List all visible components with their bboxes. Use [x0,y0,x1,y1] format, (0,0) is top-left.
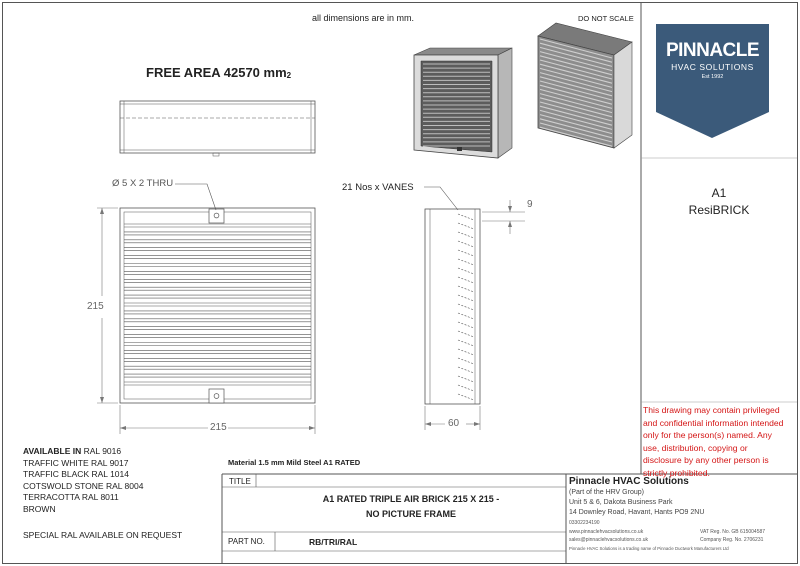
side-vane-line [457,312,475,320]
hole-callout: Ø 5 X 2 THRU [112,178,174,189]
brand-established: Est 1992 [701,74,724,80]
company-name: Pinnacle HVAC Solutions [569,476,689,487]
special-ral-note: SPECIAL RAL AVAILABLE ON REQUEST [23,530,183,540]
side-vane-line [457,231,475,239]
side-vane-line [457,222,475,230]
iso-rear-vane-line [539,38,613,59]
drawing-title-line2: NO PICTURE FRAME [366,509,456,519]
front-view [119,207,316,404]
iso-rear-vane-line [539,97,613,118]
material-note: Material 1.5 mm Mild Steel A1 RATED [228,458,361,467]
side-vane-line [457,267,475,275]
title-label: TITLE [229,477,251,486]
company-address-line2: 14 Downley Road, Havant, Hants PO9 2NU [569,509,705,516]
side-vane-line [457,375,475,383]
side-vane-line [457,357,475,365]
iso-rear-vane-line [539,105,613,126]
iso-rear-vane-line [539,93,613,114]
top-view [119,100,316,157]
availability-list: AVAILABLE IN RAL 9016 TRAFFIC WHITE RAL … [23,446,144,514]
availability-heading: AVAILABLE IN RAL 9016 [23,446,122,456]
vane-pitch-dimension: 9 [527,199,533,210]
drawing-title-line1: A1 RATED TRIPLE AIR BRICK 215 X 215 - [322,494,500,504]
company-group: (Part of the HRV Group) [569,489,644,496]
depth-dimension: 60 [448,418,460,429]
iso-rear-vane-line [539,63,613,84]
company-address-line1: Unit 5 & 6, Dakota Business Park [569,499,673,506]
side-vane-line [457,249,475,257]
side-vane-line [457,285,475,293]
iso-rear-vane-line [539,76,613,97]
brand-subtitle: HVAC SOLUTIONS [671,62,754,72]
side-vane-line [457,258,475,266]
brand-logo: PINNACLE HVAC SOLUTIONS Est 1992 [656,24,769,138]
side-vane-line [457,393,475,401]
height-dimension: 215 [87,301,104,312]
confidentiality-notice: This drawing may contain privileged and … [643,405,784,478]
side-vane-line [457,330,475,338]
iso-rear-vane-line [539,126,613,147]
iso-rear-vane-line [539,88,613,109]
side-vane-line [457,321,475,329]
width-dimension: 215 [210,422,227,433]
company-email[interactable]: sales@pinnaclehvacsolutions.co.uk [569,537,649,543]
side-vane-line [457,384,475,392]
side-vane-line [457,366,475,374]
brand-name: PINNACLE [665,40,760,61]
iso-rear-vane-line [539,101,613,122]
side-vane-line [457,339,475,347]
vat-number: VAT Reg. No. GB 615004587 [700,529,766,535]
iso-rear-vane-line [539,114,613,135]
vanes-callout: 21 Nos x VANES [342,182,414,193]
side-view [424,208,481,405]
side-vane-line [457,276,475,284]
side-vane-line [457,240,475,248]
iso-rear-vane-line [539,67,613,88]
company-reg-number: Company Reg. No. 2706231 [700,537,764,543]
part-no-label: PART NO. [228,537,265,546]
product-name: ResiBRICK [688,203,750,217]
iso-rear-vane-line [539,46,613,67]
iso-rear-vane-line [539,84,613,105]
free-area-label: FREE AREA 42570 mm2 [146,65,292,80]
side-vane-line [457,213,475,221]
iso-rear-vane-line [539,118,613,139]
iso-rear-vane-line [539,42,613,63]
do-not-scale-note: DO NOT SCALE [578,14,634,23]
iso-rear-vane-line [539,109,613,130]
side-vane-line [457,348,475,356]
dimensions-note: all dimensions are in mm. [312,13,415,23]
iso-rear-vane-line [539,51,613,72]
trading-name-note: Pinnacle HVAC Solutions is a trading nam… [569,546,729,551]
part-number: RB/TRI/RAL [309,537,358,547]
company-phone: 03302234190 [569,520,600,526]
iso-rear-vane-line [539,59,613,80]
iso-rear-vane-line [539,80,613,101]
side-vane-line [457,294,475,302]
iso-rear-vane-line [539,55,613,76]
product-rating: A1 [711,186,727,200]
side-vane-line [457,303,475,311]
iso-rear-vane-line [539,72,613,93]
company-website[interactable]: www.pinnaclehvacsolutions.co.uk [569,529,644,535]
iso-rear-vane-line [539,122,613,143]
